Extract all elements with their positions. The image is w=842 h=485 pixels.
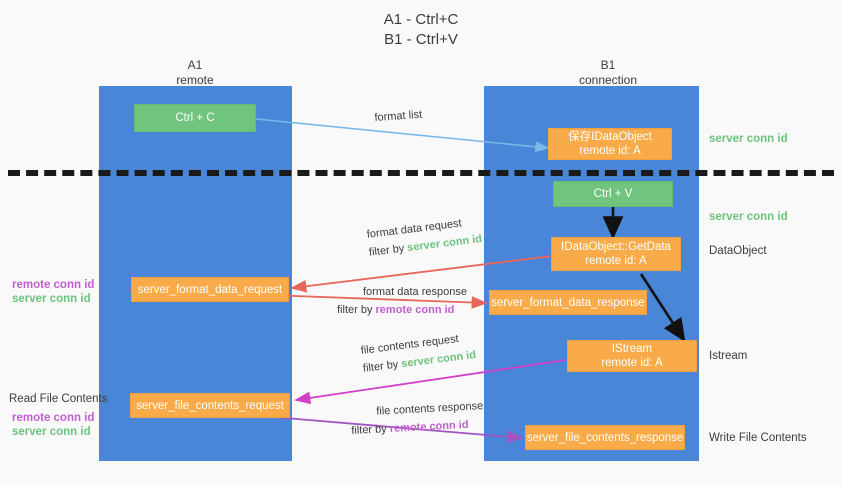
node-save-dataobject[interactable]: 保存IDataObject remote id: A	[548, 128, 672, 160]
lane-header-b1-name: B1	[600, 58, 616, 72]
edge-filter-tag-remote-conn-id: remote conn id	[375, 304, 455, 316]
annotation-left-remote-conn-id-2: remote conn id	[12, 412, 95, 424]
annotation-istream: Istream	[709, 350, 748, 362]
edge-label-format-list-line1: format list	[374, 108, 423, 124]
edge-filter-prefix: filter by	[368, 242, 405, 259]
node-istream-line1: IStream	[611, 343, 653, 355]
edge-label-file-contents-request: file contents request filter by server c…	[360, 330, 477, 377]
edge-label-file-contents-response: file contents response filter by remote …	[350, 399, 485, 439]
node-server-file-contents-response[interactable]: server_file_contents_response	[525, 425, 685, 450]
edge-label-file-contents-response-line1: file contents response	[376, 400, 484, 418]
lane-header-b1: B1 connection	[508, 58, 708, 88]
title-line-1: A1 - Ctrl+C	[383, 11, 459, 28]
node-ctrl-c-label: Ctrl + C	[175, 112, 215, 124]
edge-label-format-data-response-line1: format data response	[363, 286, 467, 298]
node-istream[interactable]: IStream remote id: A	[567, 340, 697, 372]
edge-filter-prefix-4: filter by	[350, 423, 388, 437]
node-getdata-line2: remote id: A	[585, 255, 647, 267]
edge-label-format-list: format list	[374, 108, 423, 126]
edge-filter-prefix-2: filter by	[337, 304, 373, 316]
lane-header-a1-role: remote	[176, 73, 214, 87]
edge-label-format-data-request: format data request filter by server con…	[366, 214, 483, 261]
edge-filter-prefix-3: filter by	[362, 358, 399, 375]
node-save-dataobject-line2: remote id: A	[579, 145, 641, 157]
node-server-format-data-response-label: server_format_data_response	[491, 296, 645, 309]
node-save-dataobject-line1: 保存IDataObject	[568, 131, 652, 143]
node-getdata[interactable]: IDataObject::GetData remote id: A	[551, 237, 681, 271]
edge-label-file-contents-response-line2: filter by remote conn id	[351, 417, 485, 439]
title-line-2: B1 - Ctrl+V	[384, 31, 458, 48]
node-ctrl-v[interactable]: Ctrl + V	[553, 181, 673, 207]
node-server-format-data-response[interactable]: server_format_data_response	[489, 290, 647, 315]
node-server-format-data-request-label: server_format_data_request	[137, 283, 283, 296]
annotation-server-conn-id-top: server conn id	[709, 133, 788, 145]
node-server-format-data-request[interactable]: server_format_data_request	[131, 277, 289, 302]
annotation-left-server-conn-id-2: server conn id	[12, 426, 91, 438]
annotation-server-conn-id-second: server conn id	[709, 211, 788, 223]
lane-header-a1-name: A1	[187, 58, 203, 72]
node-server-file-contents-request[interactable]: server_file_contents_request	[130, 393, 290, 418]
lane-header-a1: A1 remote	[95, 58, 295, 88]
node-server-file-contents-response-label: server_file_contents_response	[526, 431, 684, 444]
lane-header-b1-role: connection	[578, 73, 638, 87]
node-ctrl-c[interactable]: Ctrl + C	[134, 104, 256, 132]
annotation-read-file-contents: Read File Contents	[9, 393, 108, 405]
annotation-left-server-conn-id-1: server conn id	[12, 293, 91, 305]
node-istream-line2: remote id: A	[601, 357, 663, 369]
annotation-left-remote-conn-id-1: remote conn id	[12, 279, 95, 291]
edge-label-format-data-response-line2: filter by remote conn id	[337, 303, 467, 318]
node-getdata-line1: IDataObject::GetData	[561, 241, 671, 253]
edge-filter-tag-remote-conn-id-2: remote conn id	[389, 418, 469, 435]
phase-divider	[8, 170, 834, 176]
page-title: A1 - Ctrl+C B1 - Ctrl+V	[0, 10, 842, 50]
annotation-write-file-contents: Write File Contents	[709, 432, 807, 444]
edge-label-format-data-response: format data response filter by remote co…	[337, 285, 467, 318]
annotation-dataobject: DataObject	[709, 245, 767, 257]
node-server-file-contents-request-label: server_file_contents_request	[136, 399, 284, 412]
node-ctrl-v-label: Ctrl + V	[593, 188, 633, 200]
